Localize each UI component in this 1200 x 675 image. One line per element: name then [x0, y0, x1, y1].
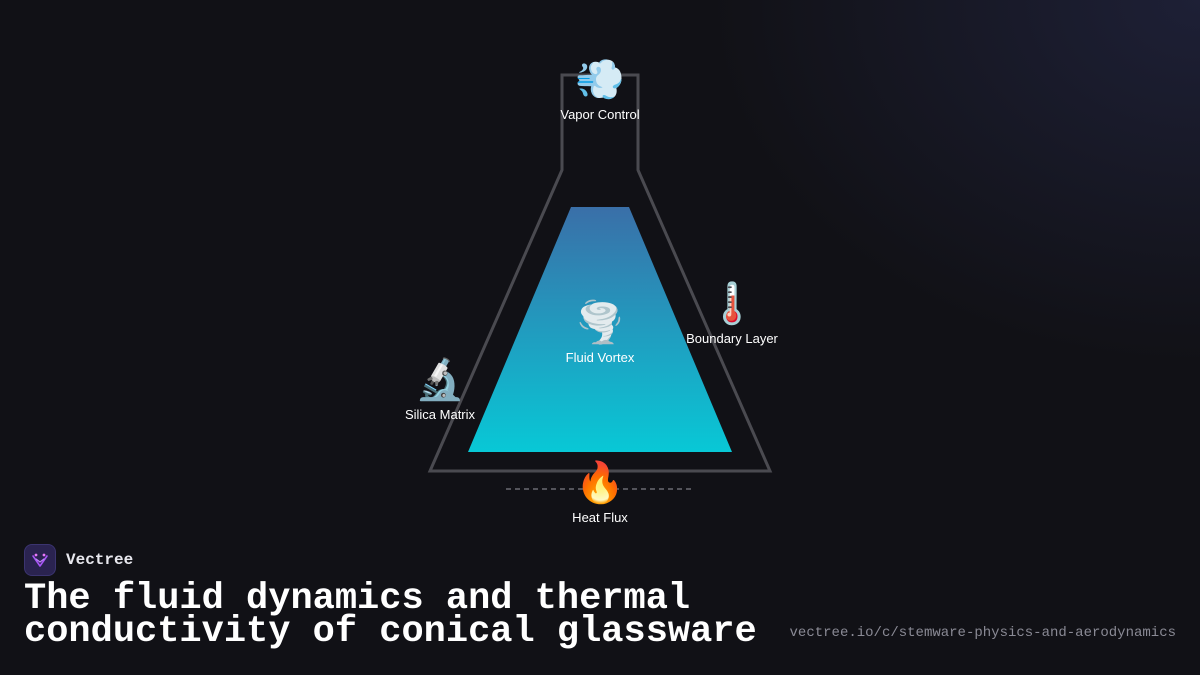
- vectree-logo-icon: [24, 544, 56, 576]
- silica-matrix-label: Silica Matrix: [404, 407, 476, 422]
- thermometer-icon: 🌡️: [707, 281, 757, 327]
- fluid-vortex-node: 🌪️ Fluid Vortex: [566, 299, 635, 366]
- brand-name: Vectree: [66, 551, 134, 569]
- boundary-layer-node: 🌡️ Boundary Layer: [686, 280, 778, 347]
- brand: Vectree: [24, 544, 133, 576]
- vapor-control-label: Vapor Control: [560, 107, 640, 122]
- flask-liquid: [468, 207, 732, 452]
- heat-flux-label: Heat Flux: [572, 510, 628, 525]
- silica-matrix-node: 🔬 Silica Matrix: [405, 356, 475, 423]
- headline: The fluid dynamics and thermal conductiv…: [24, 578, 757, 653]
- microscope-icon: 🔬: [415, 357, 465, 403]
- source-url: vectree.io/c/stemware-physics-and-aerody…: [789, 625, 1176, 641]
- boundary-layer-label: Boundary Layer: [686, 331, 778, 346]
- tornado-icon: 🌪️: [575, 300, 625, 346]
- fire-icon: 🔥: [575, 460, 625, 506]
- vapor-control-node: 💨 Vapor Control: [560, 56, 639, 123]
- heat-flux-node: 🔥 Heat Flux: [572, 459, 628, 526]
- fluid-vortex-label: Fluid Vortex: [565, 350, 635, 365]
- flask-outline: [427, 73, 773, 473]
- dashing-away-icon: 💨: [575, 57, 625, 103]
- vectree-logo-mark: [32, 553, 48, 567]
